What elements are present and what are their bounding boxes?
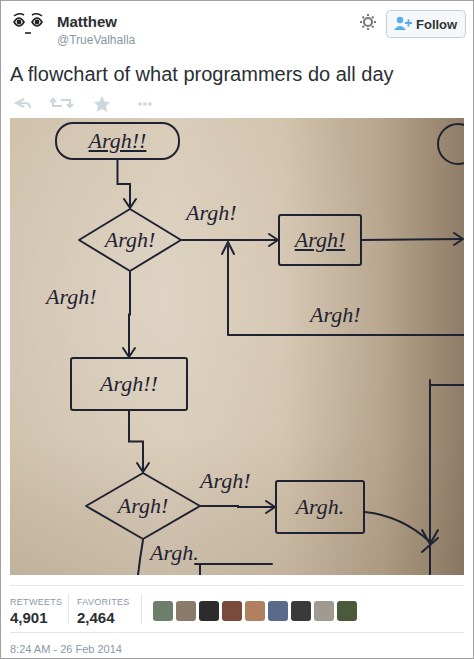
- branch-label: Argh.: [150, 542, 199, 564]
- node-text: Argh!: [105, 229, 156, 251]
- stat-count: 4,901: [10, 609, 48, 626]
- connector-line: [129, 411, 143, 472]
- diamond-shape: [86, 473, 200, 539]
- tweet-text: A flowchart of what programmers do all d…: [10, 62, 464, 86]
- flowchart-photo: Argh! Argh. Argh!! Argh! Argh! Argh!! Argh! Arg…: [10, 118, 464, 575]
- process-box: Argh!: [278, 214, 362, 266]
- stat-name: RETWEETS: [10, 597, 62, 607]
- connector: [182, 234, 278, 246]
- arrowhead: [266, 501, 275, 513]
- node-text: Argh!!: [100, 373, 158, 395]
- process-box: Argh!!: [70, 357, 188, 411]
- edge-label: Argh!: [186, 202, 237, 224]
- stat-count: 2,464: [77, 609, 115, 626]
- arrowhead: [124, 199, 136, 208]
- process-box: Argh.: [275, 480, 365, 534]
- diamond-shape: [79, 209, 181, 271]
- timestamp: 8:24 AM - 26 Feb 2014: [10, 643, 122, 655]
- stat-name: FAVORITES: [77, 597, 130, 607]
- connector-line: [118, 160, 131, 208]
- node-text: Argh!!: [89, 130, 147, 152]
- node-text: Argh.: [296, 496, 345, 518]
- node-text: Argh!: [118, 495, 169, 517]
- loop-label: Argh!: [310, 304, 361, 326]
- arrowhead: [123, 348, 135, 357]
- connector: [123, 272, 135, 357]
- connector: [118, 160, 137, 208]
- user-handle: @TrueValhalla: [57, 33, 135, 47]
- connector: [201, 501, 275, 513]
- decision-diamond: Argh!: [78, 208, 182, 272]
- connector-line: [182, 239, 278, 241]
- connector-line: [201, 506, 275, 507]
- edge-label: Argh!: [200, 470, 251, 492]
- terminator: Argh!!: [55, 122, 180, 160]
- edge-label: Argh!: [46, 286, 97, 308]
- connector: [129, 411, 149, 472]
- connector-layer: [10, 118, 464, 575]
- button-text: Follow: [416, 17, 457, 32]
- user-name: Matthew: [57, 13, 117, 30]
- arrowhead: [137, 463, 149, 472]
- node-text: Argh!: [295, 229, 346, 251]
- connector-line: [129, 272, 130, 357]
- decision-diamond: Argh!: [85, 472, 201, 540]
- arrowhead: [269, 234, 278, 246]
